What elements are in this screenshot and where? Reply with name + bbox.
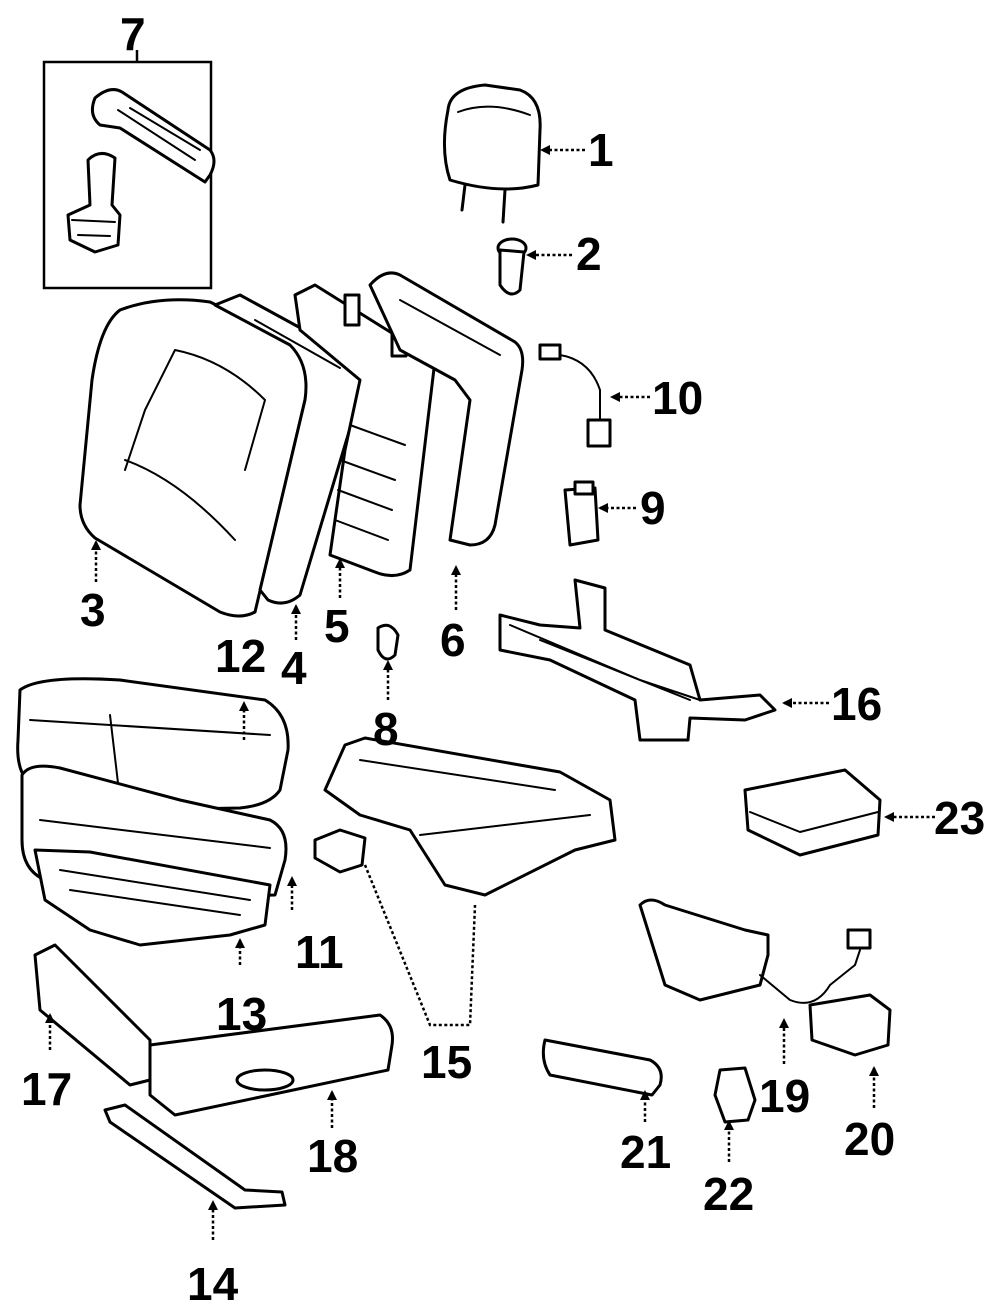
part-19-seat-adjuster-harness <box>638 898 872 1004</box>
callout-15: 15 <box>421 1036 472 1088</box>
part-20-switch <box>808 993 892 1057</box>
callout-2: 2 <box>576 228 602 280</box>
part-23-module <box>743 768 882 857</box>
callout-8: 8 <box>373 703 399 755</box>
part-1-headrest <box>442 83 542 224</box>
callout-12: 12 <box>215 630 266 682</box>
part-14-bracket <box>103 1103 287 1210</box>
callout-7: 7 <box>120 8 146 60</box>
part-13-cushion-frame <box>33 848 272 947</box>
part-8-clip <box>376 623 400 661</box>
callout-3: 3 <box>80 584 106 636</box>
callout-23: 23 <box>934 792 985 844</box>
callout-22: 22 <box>703 1168 754 1220</box>
callout-14: 14 <box>187 1258 239 1310</box>
leader-lines <box>45 145 935 1240</box>
callout-11: 11 <box>295 926 344 978</box>
part-7-lumbar-adjuster-inset <box>42 50 216 290</box>
callout-1: 1 <box>588 124 614 176</box>
callout-18: 18 <box>307 1130 358 1182</box>
part-17-18-side-shields <box>33 943 394 1117</box>
part-6-seatback-board <box>368 271 525 547</box>
part-2-headrest-guide <box>496 237 528 296</box>
callout-10: 10 <box>652 372 703 424</box>
part-3-seatback-cover <box>78 298 311 618</box>
part-22-knob <box>713 1066 757 1124</box>
callout-19: 19 <box>759 1070 810 1122</box>
lumbar-knob <box>66 152 122 254</box>
callout-20: 20 <box>844 1113 895 1165</box>
part-10-harness <box>538 343 612 448</box>
callout-5: 5 <box>324 600 350 652</box>
callout-labels: 1 2 3 4 5 6 7 8 9 10 11 12 13 14 15 16 1… <box>21 8 985 1310</box>
part-15-cushion-shield <box>313 736 617 1027</box>
callout-13: 13 <box>216 988 267 1040</box>
callout-9: 9 <box>640 482 666 534</box>
callout-21: 21 <box>620 1126 671 1178</box>
callout-4: 4 <box>281 642 307 694</box>
part-9-switch <box>563 480 600 547</box>
callout-6: 6 <box>440 614 466 666</box>
callout-17: 17 <box>21 1063 72 1115</box>
part-16-seat-track <box>498 578 777 742</box>
part-21-switch-bezel <box>541 1038 663 1097</box>
callout-16: 16 <box>831 678 882 730</box>
